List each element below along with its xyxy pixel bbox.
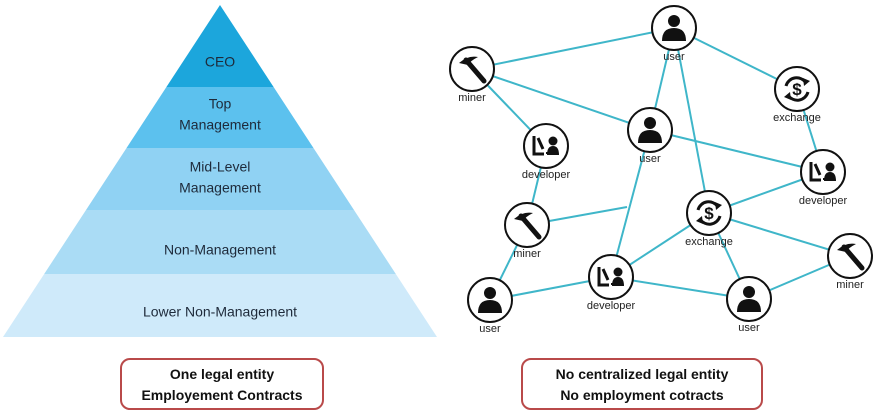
- network-edge: [471, 27, 675, 70]
- exchange-node: $: [686, 190, 732, 236]
- pyramid-level-label: CEO: [204, 53, 236, 70]
- svg-text:$: $: [792, 80, 802, 99]
- node-label: user: [738, 322, 760, 334]
- network-caption-line: No employment cotracts: [560, 387, 724, 403]
- pyramid-level: [86, 148, 354, 210]
- developer-icon: [532, 136, 559, 156]
- node-label: miner: [458, 92, 486, 104]
- pyramid-level: [126, 87, 314, 148]
- network-caption-box: No centralized legal entity No employmen…: [521, 358, 763, 410]
- miner-icon: [459, 56, 487, 84]
- user-icon: [662, 15, 686, 41]
- user-node: [651, 5, 697, 51]
- miner-node: [449, 46, 495, 92]
- network-edge: [649, 129, 824, 173]
- developer-node: [800, 149, 846, 195]
- network-caption-line: No centralized legal entity: [555, 366, 729, 382]
- user-icon: [737, 286, 761, 312]
- pyramid-level-label: Management: [179, 179, 261, 196]
- pyramid-caption-box: One legal entity Employement Contracts: [120, 358, 324, 410]
- miner-icon: [514, 212, 542, 240]
- network-edge: [708, 212, 851, 257]
- developer-icon: [809, 162, 836, 182]
- pyramid-level-label: Non-Management: [163, 241, 277, 258]
- exchange-icon: $: [696, 200, 722, 226]
- node-label: developer: [521, 169, 571, 181]
- exchange-node: $: [774, 66, 820, 112]
- network-edge: [610, 129, 651, 278]
- network-edge: [673, 27, 710, 214]
- node-label: miner: [836, 279, 864, 291]
- node-label: developer: [586, 300, 636, 312]
- user-node: [627, 107, 673, 153]
- node-label: developer: [798, 195, 848, 207]
- pyramid-level-label: Management: [179, 116, 261, 133]
- pyramid-caption-line: One legal entity: [169, 366, 275, 382]
- miner-icon: [837, 243, 865, 271]
- user-node: [467, 277, 513, 323]
- pyramid-level: [44, 210, 396, 274]
- node-label: miner: [513, 248, 541, 260]
- developer-icon: [597, 267, 624, 287]
- pyramid-level-label: Top: [208, 95, 232, 112]
- exchange-icon: $: [784, 76, 810, 102]
- pyramid-level-label: Lower Non-Management: [142, 303, 298, 320]
- decentralized-network: $$: [449, 5, 873, 323]
- user-icon: [638, 117, 662, 143]
- pyramid-level: [3, 274, 437, 337]
- miner-node: [827, 233, 873, 279]
- pyramid-caption-line: Employement Contracts: [141, 387, 303, 403]
- developer-node: [523, 123, 569, 169]
- user-icon: [478, 287, 502, 313]
- node-label: exchange: [685, 236, 733, 248]
- node-label: user: [639, 153, 661, 165]
- svg-text:$: $: [704, 204, 714, 223]
- pyramid-level-label: Mid-Level: [189, 158, 251, 175]
- network-edge: [471, 68, 651, 131]
- pyramid-level: [166, 5, 274, 87]
- node-label: exchange: [773, 112, 821, 124]
- hierarchy-pyramid: [3, 5, 437, 337]
- node-label: user: [479, 323, 501, 335]
- developer-node: [588, 254, 634, 300]
- user-node: [726, 276, 772, 322]
- miner-node: [504, 202, 550, 248]
- network-edge: [610, 276, 750, 300]
- node-label: user: [663, 51, 685, 63]
